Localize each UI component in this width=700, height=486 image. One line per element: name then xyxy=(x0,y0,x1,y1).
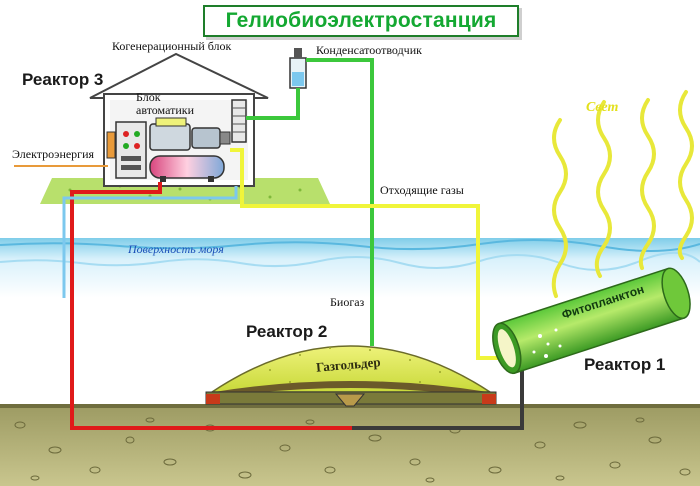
electric-panel xyxy=(106,131,116,159)
sea xyxy=(0,238,700,298)
house-roof xyxy=(89,52,269,99)
pipe-heating-red xyxy=(70,182,352,430)
gasholder-dome xyxy=(209,345,493,393)
reactor-2-label: Реактор 2 xyxy=(246,322,328,341)
automation-label-line1: Блок xyxy=(136,90,161,104)
gasholder-drain xyxy=(334,393,366,407)
gas-tank xyxy=(149,155,225,179)
plankton-bubbles xyxy=(532,328,562,358)
generator xyxy=(191,127,221,149)
exhaust-label: Отходящие газы xyxy=(380,183,464,197)
heat-exchanger xyxy=(231,99,247,143)
pipe-return-dark xyxy=(352,366,524,430)
automation-label-line2: автоматики xyxy=(136,103,194,117)
engine xyxy=(149,123,191,151)
pipe-seawater-blue xyxy=(62,186,238,298)
sea-surface-line xyxy=(0,238,700,253)
biogas-label: Биогаз xyxy=(330,295,365,309)
sea-floor xyxy=(0,404,700,486)
pipe-exhaust-yellow xyxy=(230,148,524,360)
light-label: Свет xyxy=(586,100,619,115)
electricity-label: Электроэнергия xyxy=(12,147,95,161)
cogeneration-label: Когенерационный блок xyxy=(112,39,232,53)
gasholder-base xyxy=(214,381,488,398)
pipe-biogas-green xyxy=(246,58,374,346)
gasholder-dots xyxy=(269,347,441,383)
title-box: Гелиобиоэлектростанция xyxy=(203,5,519,37)
sea-surface-label: Поверхность моря xyxy=(128,242,224,256)
light-waves xyxy=(551,90,694,298)
condensate-label: Конденсатоотводчик xyxy=(316,43,422,57)
phytoplankton-tube xyxy=(492,267,691,375)
page-title: Гелиобиоэлектростанция xyxy=(225,9,497,32)
reactor-1-label: Реактор 1 xyxy=(584,355,666,374)
reactor-3-label: Реактор 3 xyxy=(22,70,104,89)
